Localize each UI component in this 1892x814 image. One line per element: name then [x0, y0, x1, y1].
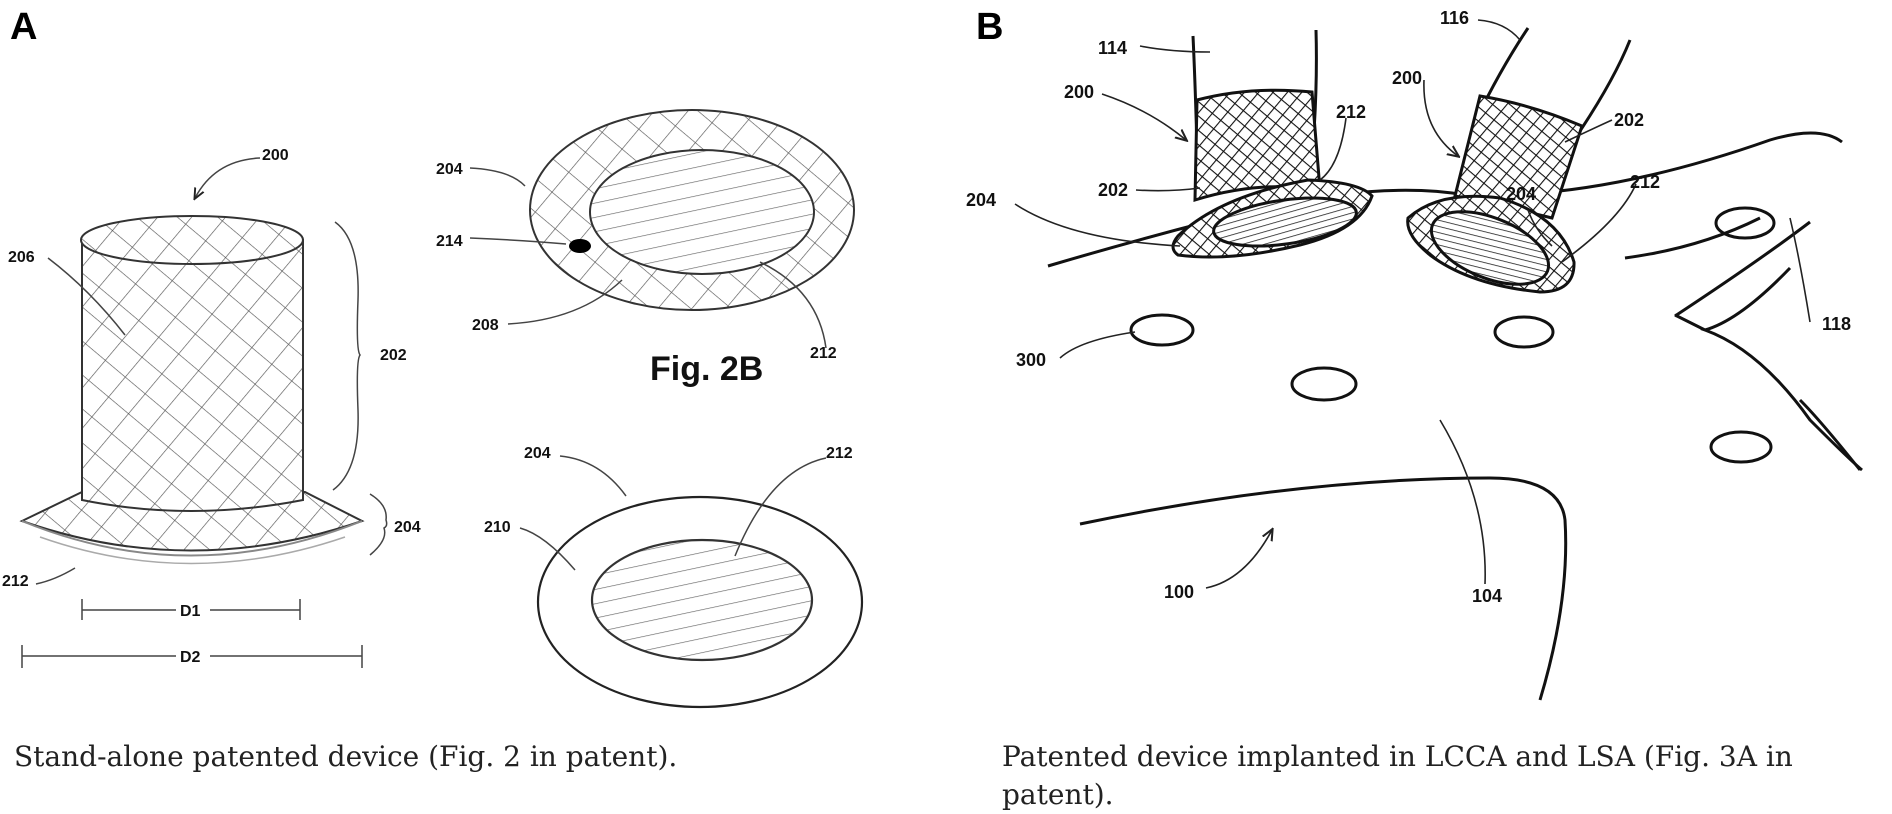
label-116: 116	[1440, 8, 1469, 28]
marker-dot-214	[569, 239, 591, 253]
label-d1: D1	[180, 603, 201, 620]
panel-a-labels: 200 206 202 204 212 D1 D2	[2, 147, 421, 666]
panel-b-labels: 114 116 200 200 212 202 202 204 204 212 …	[966, 8, 1851, 606]
figure-label-2b: Fig. 2B	[650, 350, 763, 388]
device-cylinder-view	[19, 215, 365, 565]
label-200-left: 200	[1064, 82, 1094, 102]
panel-a-letter: A	[10, 6, 38, 48]
caption-panel-b: Patented device implanted in LCCA and LS…	[1002, 740, 1793, 811]
label-212-right: 212	[1630, 172, 1660, 192]
label-100: 100	[1164, 582, 1194, 602]
device-top-view-mesh	[529, 109, 855, 311]
label-206: 206	[8, 249, 35, 266]
label-104: 104	[1472, 586, 1502, 606]
label-204-left: 204	[966, 190, 996, 210]
implanted-device-left	[1171, 88, 1374, 259]
label-d2: D2	[180, 649, 201, 666]
label-202-left: 202	[1098, 180, 1128, 200]
label-212-side: 212	[2, 573, 29, 590]
label-204-top: 204	[436, 161, 463, 178]
label-204-side: 204	[394, 519, 421, 536]
label-114: 114	[1098, 38, 1127, 58]
label-212-bottom: 212	[826, 445, 853, 462]
panel-b-letter: B	[976, 6, 1004, 48]
label-212-top: 212	[810, 345, 837, 362]
caption-panel-a: Stand-alone patented device (Fig. 2 in p…	[14, 740, 678, 773]
label-210: 210	[484, 519, 511, 536]
label-202: 202	[380, 347, 407, 364]
label-212-left: 212	[1336, 102, 1366, 122]
label-202-right: 202	[1614, 110, 1644, 130]
label-200: 200	[262, 147, 289, 164]
label-300: 300	[1016, 350, 1046, 370]
label-200-right: 200	[1392, 68, 1422, 88]
panel-b-leaders	[1014, 19, 1811, 589]
label-214: 214	[436, 233, 463, 250]
label-204-right: 204	[1506, 184, 1536, 204]
implanted-device-right	[1406, 94, 1584, 294]
label-204-bottom: 204	[524, 445, 551, 462]
label-208: 208	[472, 317, 499, 334]
device-bottom-view	[536, 495, 864, 709]
label-118: 118	[1822, 314, 1851, 334]
